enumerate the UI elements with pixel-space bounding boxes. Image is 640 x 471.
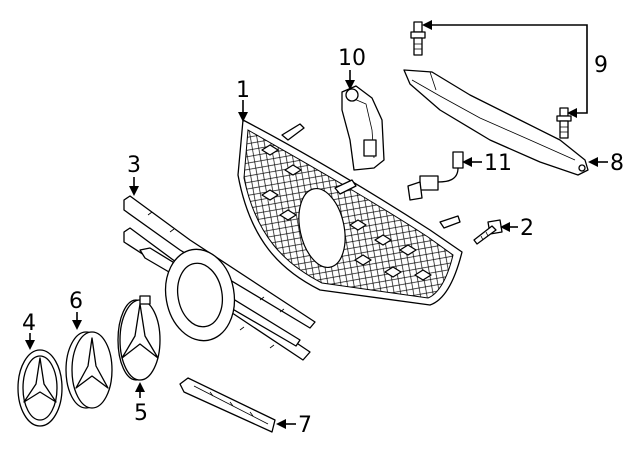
emblem-base-part-6 [65,331,113,409]
callout-label-1: 1 [236,78,250,103]
callout-label-4: 4 [22,311,36,336]
callout-label-11: 11 [484,151,512,176]
bolt-part-9-upper [410,21,426,56]
callout-label-10: 10 [338,46,366,71]
callout-label-5: 5 [134,401,148,426]
callout-label-9: 9 [594,53,608,78]
callout-label-2: 2 [520,216,534,241]
callout-label-7: 7 [298,413,312,438]
emblem-part-5 [117,295,161,381]
bracket-part-10 [341,85,385,171]
callout-label-6: 6 [69,289,83,314]
trim-strip-part-7 [179,377,276,433]
mesh-diamonds [261,144,432,281]
callout-labels: 1 2 3 4 5 6 7 8 9 10 11 [22,46,624,438]
upper-support-part-8 [403,69,589,176]
callout-label-8: 8 [610,151,624,176]
screw-part-2 [473,219,503,245]
sensor-part-11 [407,151,464,201]
callout-label-3: 3 [127,153,141,178]
grille-frame-part-3 [123,195,316,361]
emblem-part-4 [17,349,63,427]
grille-mesh-part-1 [237,119,463,306]
callout-arrows [25,20,608,429]
bolt-part-9-lower [556,107,572,139]
